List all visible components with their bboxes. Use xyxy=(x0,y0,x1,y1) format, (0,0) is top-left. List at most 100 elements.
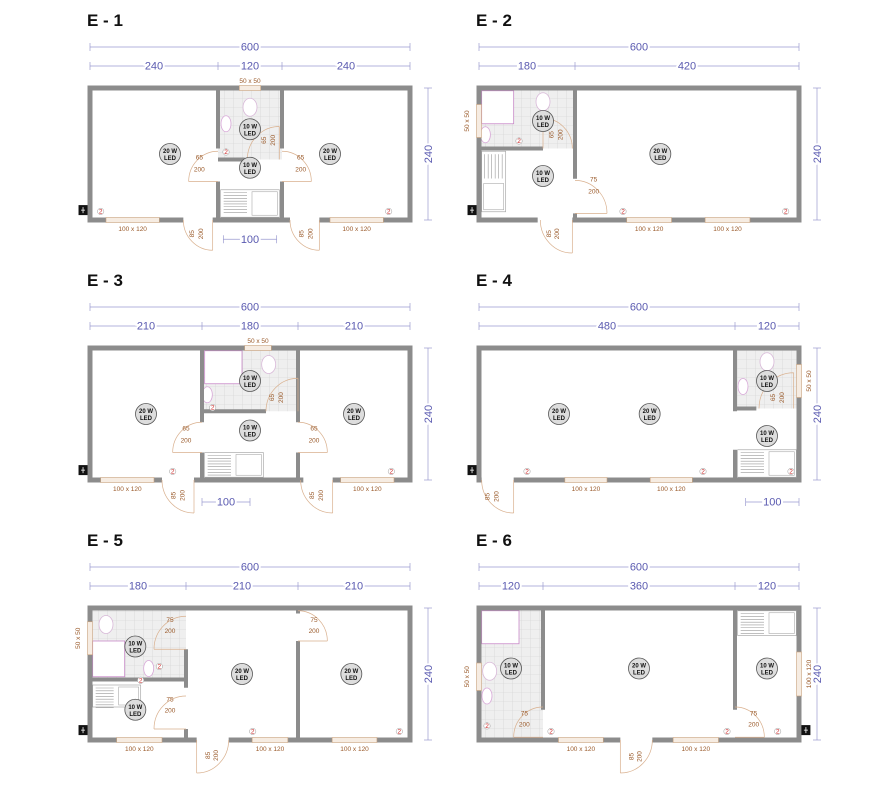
panel-symbol xyxy=(803,727,808,734)
door-opening xyxy=(481,477,514,483)
light-type-label: LED xyxy=(633,671,646,677)
ceiling-light-icon xyxy=(239,419,261,442)
socket-icon xyxy=(209,404,217,412)
window-size-label: 100 x 120 xyxy=(125,746,154,753)
light-type-label: LED xyxy=(129,712,142,718)
plan-title: E - 6 xyxy=(476,531,512,550)
window xyxy=(239,85,261,91)
socket-count-label: 2 xyxy=(387,208,391,215)
kitchen-sink-unit-icon xyxy=(737,610,797,636)
toilet-icon xyxy=(535,92,551,112)
socket-count-label: 2 xyxy=(789,468,793,475)
light-wattage-label: 10 W xyxy=(128,642,142,648)
socket-icon xyxy=(137,676,145,684)
segment-width-label: 360 xyxy=(630,581,648,593)
ceiling-light-icon xyxy=(500,657,522,680)
ceiling-light-icon xyxy=(649,143,672,165)
electrical-panel-icon xyxy=(801,725,811,736)
kitchen-sink-unit-icon xyxy=(220,189,280,218)
window xyxy=(244,345,272,351)
socket-count-label: 2 xyxy=(390,468,394,475)
door-width-label: 75 xyxy=(166,617,174,624)
kitchen-counter xyxy=(737,449,797,478)
socket-icon xyxy=(619,207,627,215)
door-height-label: 200 xyxy=(779,392,786,403)
door-swing-icon xyxy=(182,219,214,251)
door-width-label: 85 xyxy=(309,491,316,499)
door-opening xyxy=(162,477,194,483)
door-width-label: 75 xyxy=(590,177,598,184)
door-swing-icon xyxy=(297,421,328,453)
door-swing-icon xyxy=(289,219,320,251)
window-size-label: 100 x 120 xyxy=(118,226,147,233)
window-size-label: 100 x 120 xyxy=(567,746,596,753)
door-width-label: 65 xyxy=(297,155,305,162)
light-type-label: LED xyxy=(129,649,142,655)
washbasin-icon xyxy=(479,126,491,144)
segment-width-label: 120 xyxy=(241,61,259,73)
socket-icon xyxy=(723,727,731,735)
kitchen-counter xyxy=(481,150,507,213)
light-wattage-label: 20 W xyxy=(552,409,566,415)
light-wattage-label: 10 W xyxy=(760,431,774,437)
panel-symbol xyxy=(81,727,86,734)
socket-icon xyxy=(97,207,105,215)
door-width-label: 65 xyxy=(269,394,276,402)
door-opening xyxy=(183,217,213,223)
ceiling-light-icon xyxy=(239,156,261,179)
panel-symbol xyxy=(81,207,86,214)
segment-width-label: 120 xyxy=(758,321,776,333)
window xyxy=(796,364,802,398)
dimension-lines xyxy=(478,563,821,741)
sink-bowl xyxy=(483,183,504,211)
door-width-label: 85 xyxy=(189,230,196,238)
door-swing-icon xyxy=(513,706,544,738)
light-type-label: LED xyxy=(324,156,337,162)
socket-icon xyxy=(387,467,395,475)
exterior-walls xyxy=(87,605,413,743)
light-type-label: LED xyxy=(537,123,550,129)
socket-count-label: 2 xyxy=(398,728,402,735)
ceiling-light-icon xyxy=(159,143,181,165)
door-width-label: 85 xyxy=(205,751,212,759)
light-wattage-label: 10 W xyxy=(243,376,257,382)
socket-count-label: 2 xyxy=(621,208,625,215)
electrical-panel-icon xyxy=(78,725,88,736)
ceiling-light-icon xyxy=(319,143,341,165)
total-width-label: 600 xyxy=(630,42,648,54)
socket-icon xyxy=(515,137,523,145)
ceiling-light-icon xyxy=(638,403,661,425)
socket-count-label: 2 xyxy=(517,138,521,145)
door-opening xyxy=(303,477,333,483)
door-opening xyxy=(196,737,229,743)
light-type-label: LED xyxy=(553,416,566,422)
kitchen-counter xyxy=(220,189,280,218)
door-height-label: 200 xyxy=(165,628,176,635)
window xyxy=(649,477,693,483)
toilet-icon xyxy=(242,97,258,117)
kitchen-sink-unit-icon xyxy=(737,449,797,478)
window xyxy=(105,217,160,223)
segment-width-label: 210 xyxy=(345,581,363,593)
window-size-label: 100 x 120 xyxy=(682,746,711,753)
ceiling-light-icon xyxy=(124,698,147,721)
door-swing-icon xyxy=(265,377,299,412)
light-type-label: LED xyxy=(505,671,518,677)
light-type-label: LED xyxy=(654,156,667,162)
door-swing-icon xyxy=(619,739,653,774)
door-width-label: 75 xyxy=(750,710,758,717)
segment-width-label: 120 xyxy=(758,581,776,593)
door-height-label: 200 xyxy=(309,628,320,635)
light-type-label: LED xyxy=(537,178,550,184)
door-swing-icon xyxy=(153,615,187,650)
door-swing-icon xyxy=(734,706,765,738)
light-wattage-label: 10 W xyxy=(760,376,774,382)
plan-title: E - 1 xyxy=(87,11,123,30)
light-wattage-label: 10 W xyxy=(536,116,550,122)
toilet-icon xyxy=(98,615,114,634)
socket-count-label: 2 xyxy=(776,728,780,735)
ceiling-light-icon xyxy=(756,370,778,392)
door-width-label: 65 xyxy=(310,426,318,433)
light-type-label: LED xyxy=(164,156,177,162)
